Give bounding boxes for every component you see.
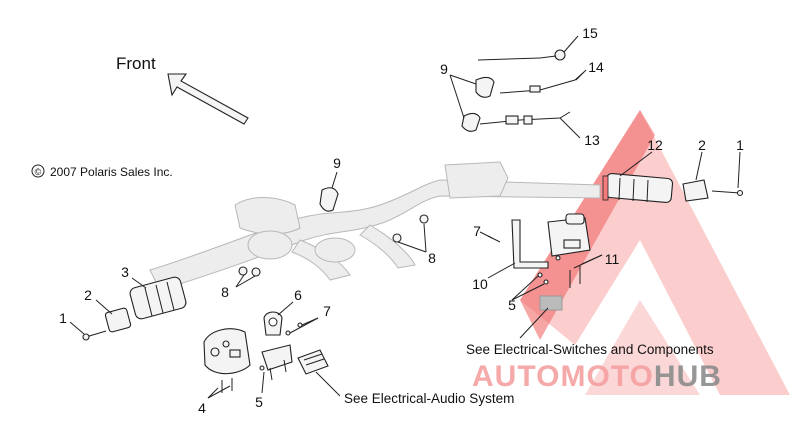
front-label: Front — [116, 54, 156, 73]
grommet-lower — [461, 112, 481, 132]
copyright-symbol: © — [35, 167, 42, 177]
grommet-upper — [475, 76, 495, 98]
callout-1-right: 1 — [736, 137, 744, 153]
cable-clip-right — [392, 214, 429, 243]
callout-6: 6 — [294, 287, 302, 303]
screw-left-a — [285, 330, 291, 336]
note-switches: See Electrical-Switches and Components — [466, 342, 714, 357]
brake-cable-lower — [479, 111, 571, 125]
audio-switch-block — [297, 349, 329, 375]
right-bar-end — [682, 179, 709, 202]
brake-cable-upper — [499, 71, 585, 94]
callout-14: 14 — [588, 59, 604, 75]
callout-7-right: 7 — [473, 223, 481, 239]
callout-15: 15 — [582, 25, 598, 41]
leader-lines — [69, 35, 741, 399]
callout-2-left: 2 — [84, 287, 92, 303]
callout-10: 10 — [472, 276, 488, 292]
callout-11: 11 — [605, 251, 620, 267]
watermark-part1: AUTOMOTO — [472, 360, 654, 393]
front-arrow-icon — [167, 73, 249, 125]
right-switch-bracket — [511, 213, 591, 288]
copyright-notice: © 2007 Polaris Sales Inc. — [31, 164, 173, 179]
callout-9-top: 9 — [440, 61, 448, 77]
callout-13: 13 — [584, 132, 600, 148]
left-bolt — [82, 330, 107, 341]
callout-12: 12 — [647, 137, 663, 153]
callout-9-mid: 9 — [333, 155, 341, 171]
grommet-mid — [319, 187, 339, 212]
callout-4: 4 — [198, 400, 206, 416]
watermark-wordmark: AUTOMOTOHUB — [472, 360, 722, 393]
left-grip — [129, 276, 187, 320]
svg-text:AUTOMOTOHUB: AUTOMOTOHUB — [472, 360, 722, 393]
left-switch-housing — [203, 328, 251, 393]
callout-5-left: 5 — [255, 394, 263, 410]
callout-8-left: 8 — [221, 284, 229, 300]
callout-3: 3 — [121, 264, 129, 280]
throttle-cable — [477, 49, 566, 61]
watermark-part2: HUB — [654, 360, 722, 393]
watermark-logo-icon — [520, 110, 790, 395]
right-grip — [602, 173, 674, 203]
cable-clip-left — [238, 266, 261, 277]
left-bracket — [261, 344, 293, 381]
callout-7-left: 7 — [323, 303, 331, 319]
handlebar-assembly — [149, 161, 601, 291]
callout-labels: 1 2 12 15 14 13 9 9 7 10 11 5 8 3 2 1 8 … — [59, 25, 744, 416]
screw-left-c — [259, 365, 265, 371]
mount-clamp — [263, 311, 283, 336]
note-audio: See Electrical-Audio System — [344, 391, 514, 406]
callout-2-right: 2 — [698, 137, 706, 153]
callout-1-left: 1 — [59, 310, 67, 326]
right-bolt — [711, 189, 744, 197]
callout-5-right: 5 — [508, 297, 516, 313]
callout-8-right: 8 — [428, 250, 436, 266]
switch-connector — [539, 295, 563, 311]
copyright-text: 2007 Polaris Sales Inc. — [50, 165, 173, 179]
